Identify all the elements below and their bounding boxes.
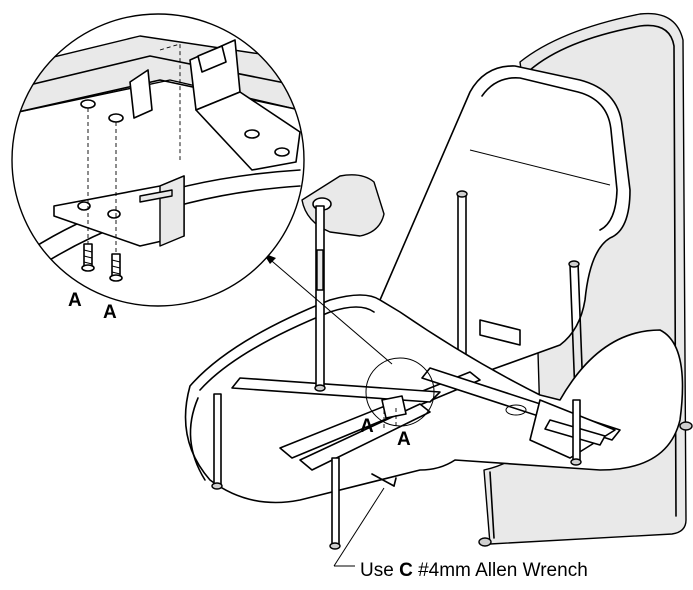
fastener-label-a-2: A xyxy=(103,302,117,323)
tool-instruction-prefix: Use xyxy=(360,560,399,581)
legs xyxy=(211,393,582,550)
fastener-label-a-4: A xyxy=(397,429,411,450)
seat-mount-post xyxy=(301,174,385,392)
fastener-label-a-3: A xyxy=(360,416,374,437)
frame xyxy=(231,319,621,471)
magnified-detail xyxy=(11,13,305,307)
allen-wrench-icon xyxy=(333,473,397,567)
fastener-label-a-1: A xyxy=(68,290,82,311)
tool-letter: C xyxy=(399,560,413,581)
detail-callout-circle xyxy=(365,357,435,430)
bolt-icon xyxy=(81,243,95,272)
tool-instruction-suffix: #4mm Allen Wrench xyxy=(413,560,588,581)
tool-instruction: Use C #4mm Allen Wrench xyxy=(360,560,588,581)
bolt-icon xyxy=(109,253,123,282)
